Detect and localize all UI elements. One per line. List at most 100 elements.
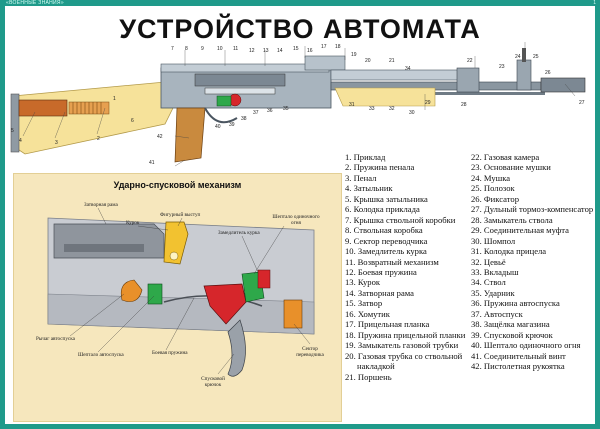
- cleaning-rod: [345, 92, 545, 95]
- label-shaped-tab: Фигурный выступ: [160, 212, 201, 218]
- legend-item: 29. Соединительная муфта: [471, 225, 569, 236]
- legend-item: 20. Газовая трубка со ствольной: [345, 350, 463, 361]
- callout-29: 29: [425, 100, 431, 106]
- legend-item: 11. Возвратный механизм: [345, 256, 439, 267]
- legend-item: 5. Крышка затыльника: [345, 193, 428, 204]
- label-mainspring: Боевая пружина: [152, 350, 188, 356]
- kit-spring-coils: [72, 102, 102, 114]
- muzzle-brake: [540, 77, 586, 93]
- callout-35: 35: [283, 106, 289, 112]
- label-trigger: Спусковой крючок: [201, 376, 225, 388]
- brand-label: «ВОЕННЫЕ ЗНАНИЯ»: [6, 0, 64, 6]
- receiver-cover: [160, 63, 330, 73]
- inset-auto-lever: [120, 279, 143, 302]
- callout-33: 33: [369, 106, 375, 112]
- legend-item: 16. Хомутик: [345, 308, 390, 319]
- rifle-cutaway-diagram: [10, 42, 586, 167]
- legend-item: 30. Шомпол: [471, 235, 516, 246]
- callout-11: 11: [233, 46, 239, 52]
- legend-item: 36. Пружина автоспуска: [471, 298, 560, 309]
- callout-13: 13: [263, 48, 269, 54]
- callout-39: 39: [229, 122, 235, 128]
- callout-26: 26: [545, 70, 551, 76]
- callout-15: 15: [293, 46, 299, 52]
- bolt-carrier: [194, 73, 286, 87]
- legend-item: 32. Цевьё: [471, 256, 506, 267]
- legend-item: 26. Фиксатор: [471, 193, 519, 204]
- callout-22: 22: [467, 58, 473, 64]
- label-single-fire-sear: Шептало одиночного огня: [272, 214, 320, 226]
- page-number: 1: [593, 0, 596, 6]
- callout-8: 8: [185, 46, 188, 52]
- legend-item: 1. Приклад: [345, 152, 386, 162]
- callout-2: 2: [97, 136, 100, 142]
- callout-41: 41: [149, 160, 155, 166]
- legend-item: 15. Затвор: [345, 298, 383, 309]
- callout-leader-lines: [22, 42, 576, 167]
- callout-19: 19: [351, 52, 357, 58]
- inset-trigger-body: [203, 283, 247, 325]
- legend-item: 9. Сектор переводчика: [345, 235, 428, 246]
- legend-item: 18. Пружина прицельной планки: [345, 329, 466, 340]
- butt-plate: [10, 93, 20, 153]
- handguard: [334, 87, 436, 107]
- trigger-mechanism-inset: Ударно-спусковой механизм: [13, 173, 342, 422]
- legend-item: 23. Основание мушки: [471, 162, 551, 173]
- legend-item: 13. Курок: [345, 277, 381, 288]
- legend-item: 33. Вкладыш: [471, 266, 519, 277]
- inset-bolt-carrier-groove: [64, 244, 144, 252]
- inset-bolt-carrier: [53, 223, 165, 259]
- front-sight-post: [522, 48, 526, 62]
- gas-block: [456, 67, 480, 93]
- poster-sheet: УСТРОЙСТВО АВТОМАТА: [5, 6, 595, 424]
- callout-37: 37: [253, 110, 259, 116]
- callout-38: 38: [241, 116, 247, 122]
- legend-item: накладкой: [357, 361, 395, 372]
- label-hammer-retarder: Замедлитель курка: [218, 230, 260, 236]
- cleaning-kit-tube: [18, 99, 68, 117]
- callout-28: 28: [461, 102, 467, 108]
- callout-40: 40: [215, 124, 221, 130]
- legend-item: 7. Крышка ствольной коробки: [345, 214, 456, 225]
- label-auto-sear: Шептало автоспуска: [78, 352, 124, 358]
- callout-31: 31: [349, 102, 355, 108]
- callout-42: 42: [157, 134, 163, 140]
- rear-sight-block: [304, 55, 346, 71]
- legend-item: 24. Мушка: [471, 172, 511, 183]
- callout-21: 21: [389, 58, 395, 64]
- legend-item: 12. Боевая пружина: [345, 266, 417, 277]
- legend-item: 31. Колодка прицела: [471, 246, 547, 257]
- legend-item: 37. Автоспуск: [471, 308, 523, 319]
- callout-9: 9: [201, 46, 204, 52]
- callout-25: 25: [533, 54, 539, 60]
- gas-tube: [330, 69, 462, 81]
- legend-item: 8. Ствольная коробка: [345, 225, 423, 236]
- recoil-spring: [204, 87, 276, 95]
- inset-leader-lines: [69, 207, 311, 375]
- label-hammer: Курок: [126, 220, 140, 226]
- callout-14: 14: [277, 48, 283, 54]
- label-auto-lever: Рычаг автоспуска: [36, 336, 75, 342]
- callout-4: 4: [19, 138, 22, 144]
- page-title: УСТРОЙСТВО АВТОМАТА: [119, 14, 481, 44]
- pistol-grip: [174, 107, 206, 163]
- inset-title: Ударно-спусковой механизм: [113, 180, 242, 190]
- callout-5: 5: [11, 128, 14, 134]
- label-bolt-carrier: Затворная рама: [84, 202, 118, 208]
- legend-item: 34. Ствол: [471, 277, 506, 288]
- callout-3: 3: [55, 140, 58, 146]
- legend-item: 4. Затыльник: [345, 183, 393, 194]
- inset-auto-sear: [147, 283, 163, 305]
- callout-7: 7: [171, 46, 174, 52]
- legend-item: 38. Защёлка магазина: [471, 319, 550, 330]
- callout-1: 1: [113, 96, 116, 102]
- callout-18: 18: [335, 44, 341, 50]
- legend-item: 21. Поршень: [345, 371, 392, 382]
- trigger-group: [216, 95, 232, 107]
- legend-item: 6. Колодка приклада: [345, 204, 420, 215]
- callout-6: 6: [131, 118, 134, 124]
- legend-item: 2. Пружина пенала: [345, 162, 415, 173]
- callout-27: 27: [579, 100, 585, 106]
- callout-20: 20: [365, 58, 371, 64]
- legend-item: 40. Шептало одиночного огня: [471, 340, 581, 351]
